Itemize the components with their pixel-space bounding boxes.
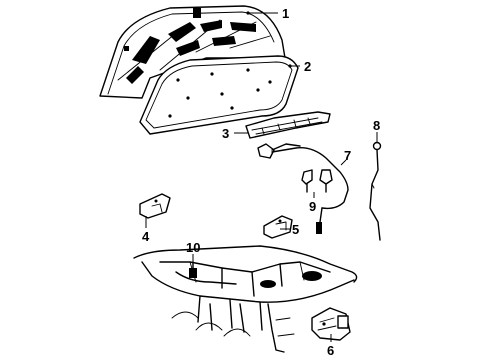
left-hinge xyxy=(139,193,171,219)
clip xyxy=(189,261,197,278)
callout-label-9: 9 xyxy=(309,199,316,214)
callout-8: 8 xyxy=(373,118,380,142)
callout-label-4: 4 xyxy=(142,229,150,244)
callout-2: 2 xyxy=(288,59,311,74)
callout-label-7: 7 xyxy=(344,148,351,163)
callout-9: 9 xyxy=(309,192,316,214)
hood-insulator xyxy=(139,55,299,135)
support-rod xyxy=(369,141,382,241)
release-cable xyxy=(257,143,349,234)
callout-label-5: 5 xyxy=(292,222,299,237)
right-hinge xyxy=(263,215,293,239)
callout-label-10: 10 xyxy=(186,240,200,255)
callout-label-3: 3 xyxy=(222,126,229,141)
callout-label-2: 2 xyxy=(304,59,311,74)
front-end-structure xyxy=(133,245,358,353)
callout-label-8: 8 xyxy=(373,118,380,133)
callout-label-1: 1 xyxy=(282,6,289,21)
bumpers xyxy=(301,169,333,193)
hood-latch xyxy=(311,307,351,341)
callout-1: 1 xyxy=(246,6,289,21)
callout-5: 5 xyxy=(280,222,299,237)
callout-label-6: 6 xyxy=(327,343,334,358)
callout-3: 3 xyxy=(222,126,248,141)
callout-10: 10 xyxy=(186,240,200,262)
weatherstrip xyxy=(245,111,331,139)
callout-4: 4 xyxy=(142,216,150,244)
callout-6: 6 xyxy=(327,334,334,358)
hood-panel xyxy=(99,5,286,99)
callout-7: 7 xyxy=(340,148,351,166)
